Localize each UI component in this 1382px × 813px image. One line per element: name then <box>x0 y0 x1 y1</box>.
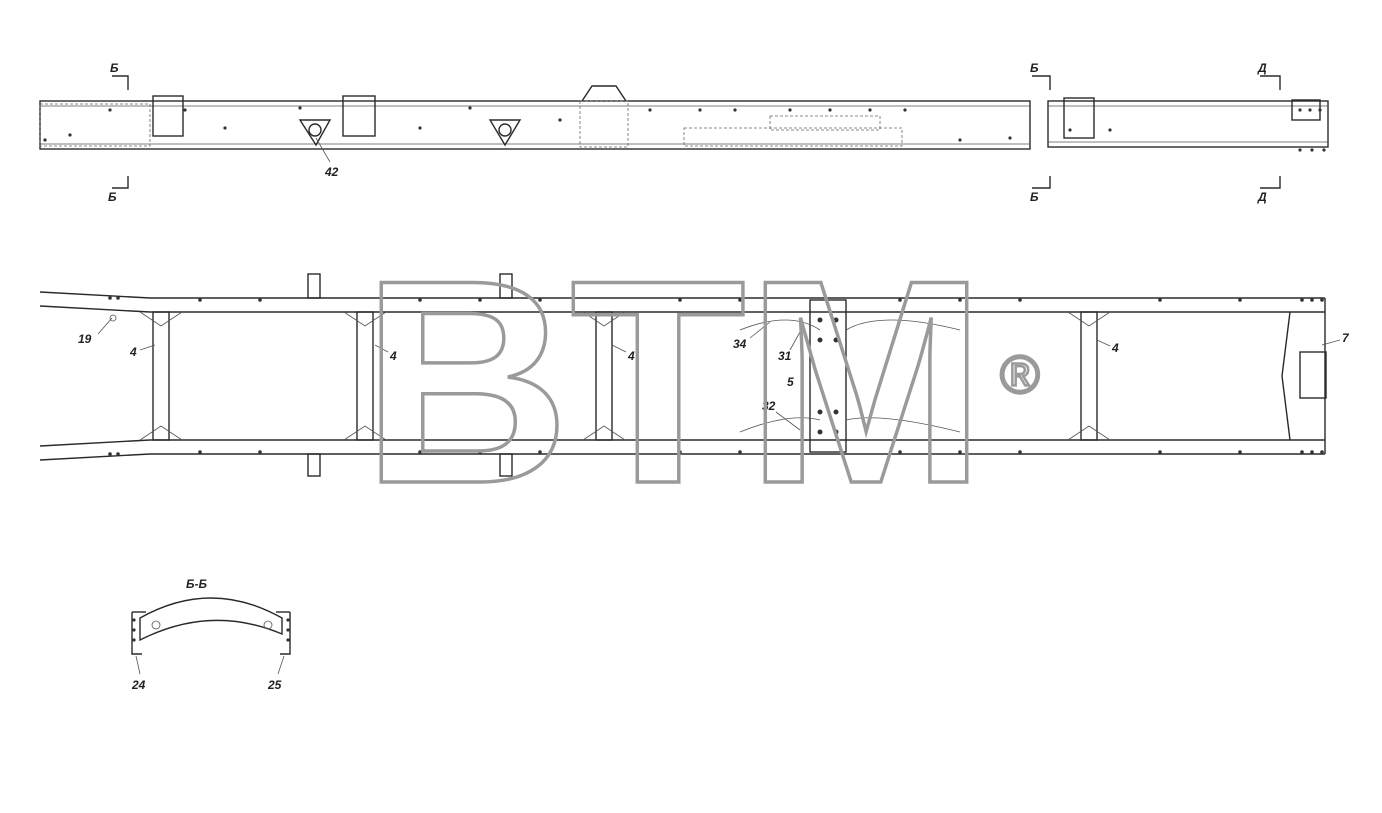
section-mark-d-top: Д <box>1257 61 1267 75</box>
section-mark-b-top-right: Б <box>1030 61 1039 75</box>
callout-34: 34 <box>733 337 747 351</box>
section-title: Б-Б <box>186 577 207 591</box>
callout-5: 5 <box>787 375 794 389</box>
section-mark-d-bottom: Д <box>1257 190 1267 204</box>
callout-25: 25 <box>267 678 282 692</box>
top-view: 19 4 4 4 4 34 31 5 32 7 <box>39 273 1350 477</box>
section-b-b: Б-Б 24 25 <box>131 577 291 692</box>
callout-24: 24 <box>131 678 146 692</box>
callout-4-d: 4 <box>1111 341 1119 355</box>
callout-7: 7 <box>1342 331 1350 345</box>
section-mark-b-bottom-left: Б <box>108 190 117 204</box>
watermark-text: BTM <box>362 220 986 544</box>
side-view: Б Б Б Б Д Д 42 <box>39 61 1329 204</box>
callout-31: 31 <box>778 349 792 363</box>
callout-32: 32 <box>762 399 776 413</box>
callout-42: 42 <box>324 165 339 179</box>
callout-4-c: 4 <box>627 349 635 363</box>
registered-mark: ® <box>1000 345 1040 405</box>
callout-19: 19 <box>78 332 92 346</box>
section-mark-b-top-left: Б <box>110 61 119 75</box>
callout-4-b: 4 <box>389 349 397 363</box>
section-mark-b-bottom-right: Б <box>1030 190 1039 204</box>
watermark: BTM ® <box>360 218 1041 546</box>
mount-plate-left <box>298 119 332 147</box>
callout-4-a: 4 <box>129 345 137 359</box>
